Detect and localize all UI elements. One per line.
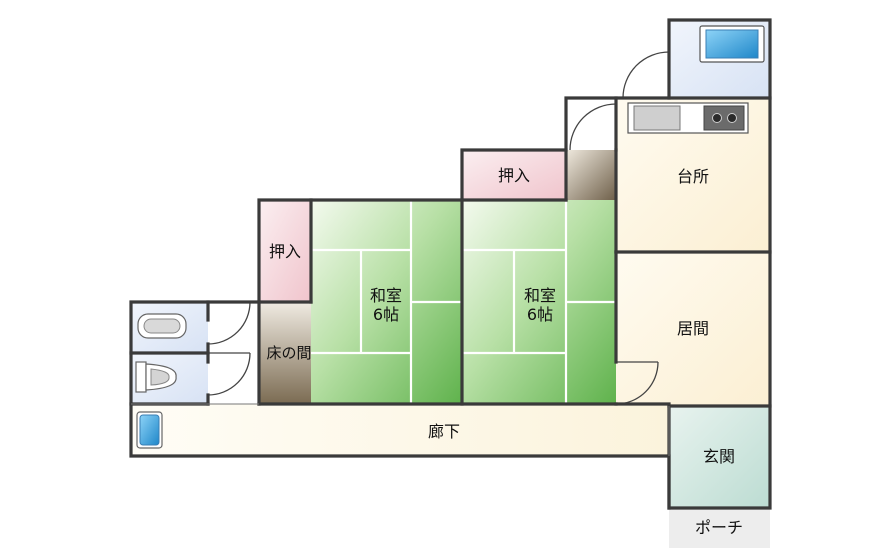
label-entrance: 玄関 (703, 447, 735, 466)
toilet-icon (135, 361, 177, 393)
thin-walls (131, 403, 670, 456)
closet-right-floor (462, 150, 566, 200)
washbasin-icon (136, 411, 163, 449)
label-kitchen: 台所 (677, 167, 709, 186)
step-floor (566, 150, 616, 200)
bathtub-icon (699, 25, 765, 63)
sink-icon (137, 313, 187, 339)
living-floor (616, 252, 770, 406)
entrance-floor (669, 406, 770, 508)
label-washitsu-left-name: 和室 (370, 286, 402, 305)
stove-icon (703, 105, 745, 131)
closet-left-floor (259, 200, 311, 302)
label-washitsu-left-size: 6帖 (373, 305, 399, 324)
tatami-seams-right (462, 200, 616, 404)
label-closet-right: 押入 (498, 166, 530, 185)
corridor-floor (131, 404, 669, 456)
label-washitsu-right-size: 6帖 (527, 305, 553, 324)
label-washitsu-right-name: 和室 (524, 286, 556, 305)
label-corridor: 廊下 (428, 422, 460, 441)
label-closet-left: 押入 (269, 242, 301, 261)
walls (129, 18, 772, 510)
tatami-seams-left (311, 200, 462, 404)
tokonoma-floor (259, 302, 311, 404)
label-living: 居間 (677, 319, 709, 338)
porch-floor (669, 508, 770, 548)
label-tokonoma: 床の間 (266, 344, 311, 362)
label-porch: ポーチ (695, 518, 743, 537)
